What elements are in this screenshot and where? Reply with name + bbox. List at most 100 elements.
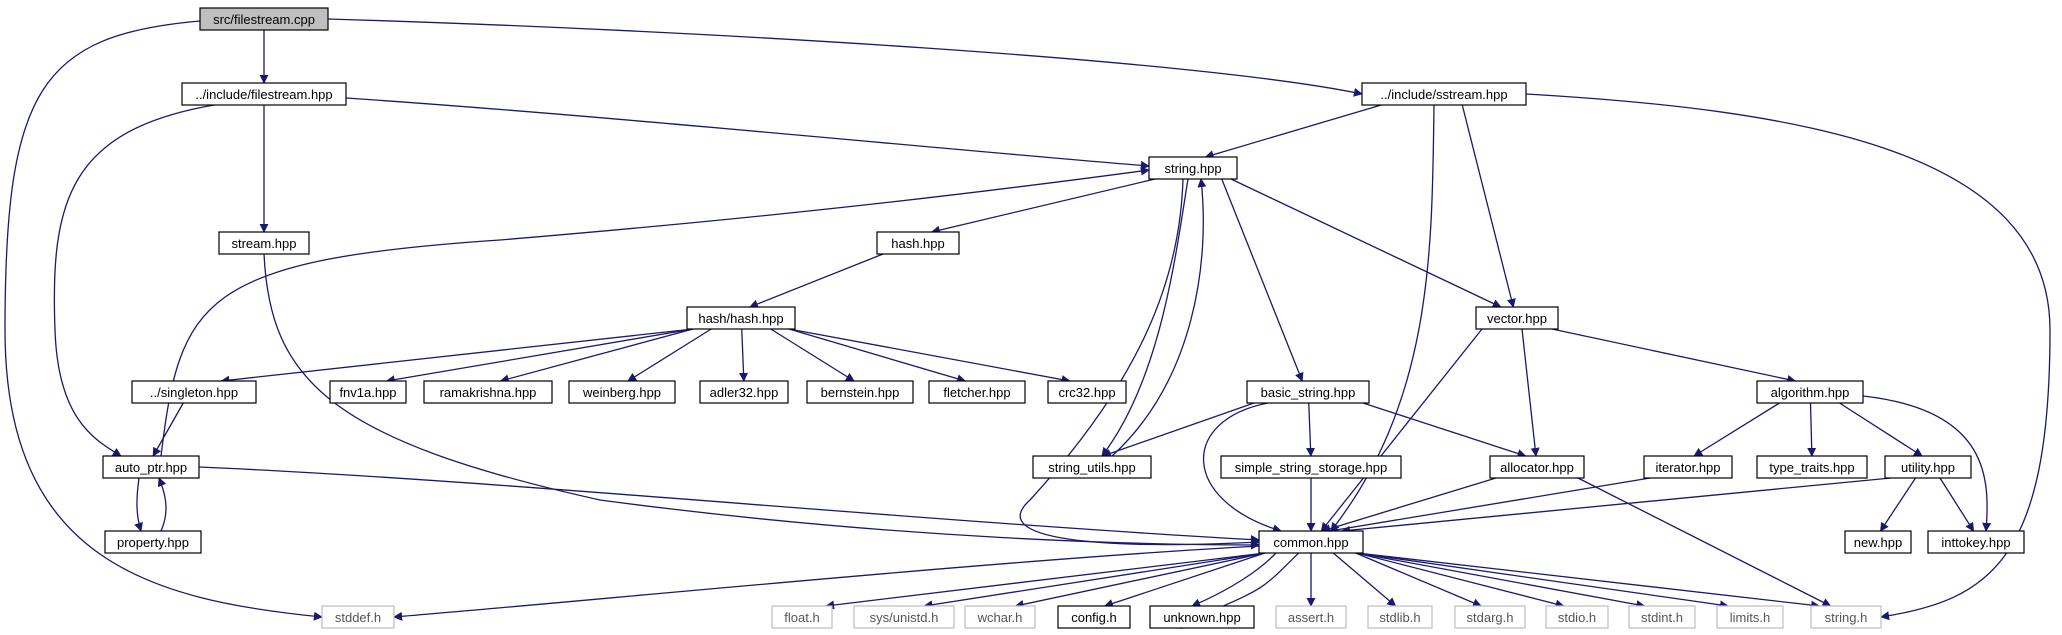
node-label: string.hpp	[1164, 161, 1221, 176]
node-crc32[interactable]: crc32.hpp	[1047, 380, 1127, 404]
edge-utility-to-inttokey	[1939, 477, 1975, 532]
node-box	[1246, 380, 1370, 404]
edge-vector_hpp-to-common	[1320, 328, 1483, 532]
node-label: config.h	[1071, 610, 1117, 625]
node-box	[686, 306, 796, 330]
node-basic_string[interactable]: basic_string.hpp	[1246, 380, 1370, 404]
node-box	[1258, 530, 1364, 554]
node-stdint: stdint.h	[1628, 605, 1696, 629]
node-algorithm[interactable]: algorithm.hpp	[1756, 380, 1864, 404]
node-label: algorithm.hpp	[1771, 385, 1850, 400]
node-bernstein[interactable]: bernstein.hpp	[806, 380, 914, 404]
node-box	[199, 7, 329, 31]
node-unknown[interactable]: unknown.hpp	[1149, 605, 1255, 629]
edge-utility-to-new_hpp	[1879, 477, 1917, 532]
node-stddef: stddef.h	[321, 605, 395, 629]
node-label: property.hpp	[117, 535, 189, 550]
node-hash_hpp[interactable]: hash.hpp	[876, 231, 960, 255]
node-box	[181, 82, 347, 106]
node-box	[1628, 605, 1696, 629]
node-string_utils[interactable]: string_utils.hpp	[1032, 455, 1152, 479]
node-label: fnv1a.hpp	[339, 385, 396, 400]
node-new_hpp[interactable]: new.hpp	[1844, 530, 1912, 554]
node-box	[1454, 605, 1526, 629]
node-ramakrishna[interactable]: ramakrishna.hpp	[423, 380, 553, 404]
edge-hash_hash-to-singleton	[220, 328, 694, 385]
edge-algorithm-to-iterator	[1693, 402, 1780, 457]
edge-allocator-to-common	[1321, 477, 1497, 533]
node-label: ../include/sstream.hpp	[1380, 87, 1507, 102]
node-hash_hash[interactable]: hash/hash.hpp	[686, 306, 796, 330]
edge-inc_filestream-to-auto_ptr	[53, 104, 215, 457]
node-string_hpp[interactable]: string.hpp	[1148, 156, 1238, 180]
node-stream_hpp[interactable]: stream.hpp	[218, 231, 310, 255]
node-label: crc32.hpp	[1058, 385, 1115, 400]
node-allocator[interactable]: allocator.hpp	[1489, 455, 1585, 479]
node-filestream_cpp[interactable]: src/filestream.cpp	[199, 7, 329, 31]
node-box	[1716, 605, 1784, 629]
node-box	[1361, 82, 1527, 106]
node-auto_ptr[interactable]: auto_ptr.hpp	[102, 455, 200, 479]
edge-common-to-unistd	[923, 552, 1266, 610]
node-box	[1756, 380, 1864, 404]
node-box	[104, 530, 202, 554]
node-label: inttokey.hpp	[1941, 535, 2010, 550]
edge-string_hpp-to-vector_hpp	[1230, 178, 1502, 308]
node-box	[1489, 455, 1585, 479]
node-iterator[interactable]: iterator.hpp	[1643, 455, 1733, 479]
node-label: wchar.h	[977, 610, 1023, 625]
node-fletcher[interactable]: fletcher.hpp	[928, 380, 1026, 404]
node-box	[1643, 455, 1733, 479]
node-label: ../include/filestream.hpp	[195, 87, 332, 102]
edge-inc_sstream-to-string_hpp	[1204, 104, 1382, 160]
node-utility[interactable]: utility.hpp	[1884, 455, 1972, 479]
node-simple_storage[interactable]: simple_string_storage.hpp	[1220, 455, 1402, 479]
edge-common-to-stdio	[1356, 552, 1565, 609]
node-vector_hpp[interactable]: vector.hpp	[1475, 306, 1559, 330]
node-inc_sstream[interactable]: ../include/sstream.hpp	[1361, 82, 1527, 106]
node-label: sys/unistd.h	[870, 610, 939, 625]
node-inc_filestream[interactable]: ../include/filestream.hpp	[181, 82, 347, 106]
node-box	[131, 380, 257, 404]
node-label: stdarg.h	[1467, 610, 1514, 625]
node-box	[806, 380, 914, 404]
edge-inc_filestream-to-string_hpp	[345, 97, 1150, 170]
node-stdio: stdio.h	[1545, 605, 1609, 629]
edge-iterator-to-common	[1328, 477, 1651, 535]
node-inttokey[interactable]: inttokey.hpp	[1927, 530, 2025, 554]
node-box	[1927, 530, 2025, 554]
edge-stream_hpp-to-common	[263, 253, 1260, 550]
node-float_h: float.h	[771, 605, 833, 629]
node-type_traits[interactable]: type_traits.hpp	[1756, 455, 1868, 479]
edge-algorithm-to-inttokey	[1862, 395, 1992, 532]
node-label: type_traits.hpp	[1769, 460, 1854, 475]
edge-hash_hash-to-fnv1a	[385, 328, 694, 385]
node-box	[1810, 605, 1882, 629]
edge-algorithm-to-type_traits	[1807, 402, 1817, 457]
edge-string_utils-to-string_hpp	[1111, 178, 1207, 457]
node-label: vector.hpp	[1487, 311, 1547, 326]
node-box	[1545, 605, 1609, 629]
node-stdlib: stdlib.h	[1367, 605, 1433, 629]
node-label: stream.hpp	[231, 236, 296, 251]
node-wchar: wchar.h	[964, 605, 1036, 629]
node-label: simple_string_storage.hpp	[1235, 460, 1387, 475]
edge-hash_hash-to-bernstein	[770, 328, 855, 382]
edge-hash_hash-to-weinberg	[627, 328, 712, 382]
node-label: adler32.hpp	[710, 385, 779, 400]
node-property[interactable]: property.hpp	[104, 530, 202, 554]
node-config[interactable]: config.h	[1057, 605, 1131, 629]
node-box	[423, 380, 553, 404]
node-adler32[interactable]: adler32.hpp	[699, 380, 789, 404]
node-box	[928, 380, 1026, 404]
node-box	[1367, 605, 1433, 629]
edge-auto_ptr-to-string_hpp	[160, 166, 1150, 457]
node-common[interactable]: common.hpp	[1258, 530, 1364, 554]
node-fnv1a[interactable]: fnv1a.hpp	[329, 380, 407, 404]
edge-vector_hpp-to-allocator	[1521, 328, 1540, 457]
node-box	[876, 231, 960, 255]
node-singleton[interactable]: ../singleton.hpp	[131, 380, 257, 404]
node-label: src/filestream.cpp	[213, 12, 315, 27]
node-weinberg[interactable]: weinberg.hpp	[568, 380, 676, 404]
node-label: string_utils.hpp	[1048, 460, 1135, 475]
